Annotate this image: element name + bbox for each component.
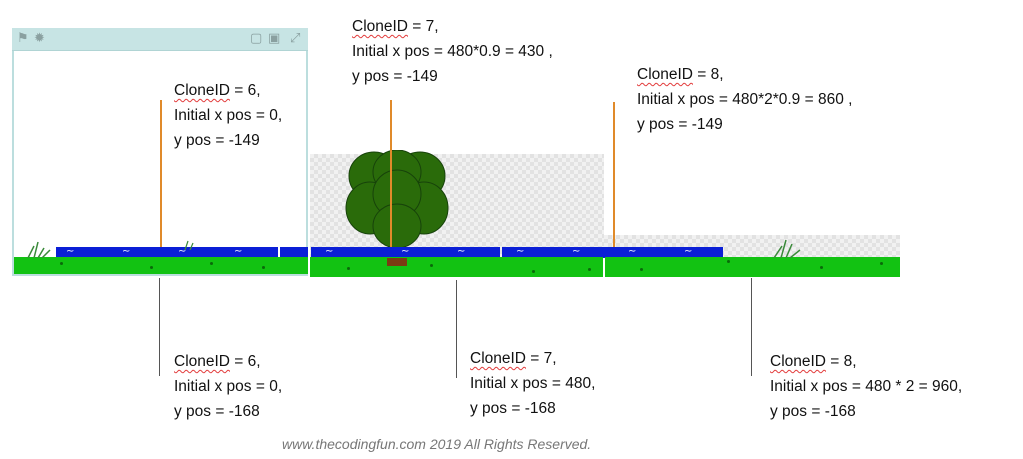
water-clone-8: ∼∼∼∼ bbox=[502, 247, 723, 258]
stop-icon[interactable]: ✹ bbox=[34, 31, 45, 46]
normal-stage-icon[interactable]: ▣ bbox=[268, 31, 281, 46]
grass-tuft-mid bbox=[184, 240, 194, 250]
grass-tuft-left bbox=[27, 241, 51, 258]
label-top-clone7: CloneID = 7, Initial x pos = 480*0.9 = 4… bbox=[352, 18, 553, 85]
copyright-footer: www.thecodingfun.com 2019 All Rights Res… bbox=[282, 436, 592, 452]
water-clone-7: ∼∼∼ bbox=[311, 247, 500, 258]
label-bottom-clone7: CloneID = 7, Initial x pos = 480, y pos … bbox=[470, 350, 596, 417]
flag-icon[interactable]: ⚑ bbox=[17, 31, 29, 46]
stage-toolbar: ⚑ ✹ ▢ ▣ ⤢ bbox=[12, 28, 308, 51]
ground-clone-7 bbox=[310, 257, 603, 277]
ground-clone-6 bbox=[14, 257, 308, 274]
marker-line-top-clone8 bbox=[613, 102, 615, 247]
water-clone-6: ∼∼∼∼ bbox=[56, 247, 278, 258]
grass-tuft-right bbox=[773, 239, 801, 258]
marker-line-bottom-clone7 bbox=[456, 280, 457, 378]
label-bottom-clone6: CloneID = 6, Initial x pos = 0, y pos = … bbox=[174, 353, 283, 420]
water-clone-6-edge bbox=[280, 247, 308, 258]
tree-sprite bbox=[345, 150, 449, 266]
marker-line-bottom-clone8 bbox=[751, 278, 752, 376]
fullscreen-icon[interactable]: ⤢ bbox=[290, 31, 301, 46]
label-bottom-clone8: CloneID = 8, Initial x pos = 480 * 2 = 9… bbox=[770, 353, 963, 420]
marker-line-top-clone6 bbox=[160, 100, 162, 247]
marker-line-top-clone7 bbox=[390, 100, 392, 247]
marker-line-bottom-clone6 bbox=[159, 278, 160, 376]
label-top-clone6: CloneID = 6, Initial x pos = 0, y pos = … bbox=[174, 82, 283, 149]
small-stage-icon[interactable]: ▢ bbox=[250, 31, 263, 46]
label-top-clone8: CloneID = 8, Initial x pos = 480*2*0.9 =… bbox=[637, 66, 853, 133]
tree-trunk-base bbox=[387, 258, 407, 266]
ground-clone-8 bbox=[605, 257, 900, 277]
